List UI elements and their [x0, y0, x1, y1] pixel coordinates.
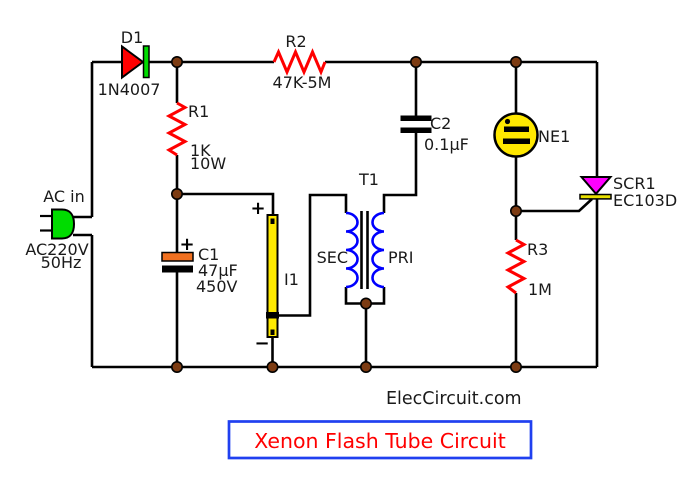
tube-electrode-bottom — [270, 329, 275, 335]
r1-power-label: 10W — [190, 154, 226, 173]
resistor-r2: R2 47K-5M — [273, 32, 332, 92]
tube-trigger-band — [266, 312, 279, 319]
t1-secondary-winding — [345, 211, 359, 289]
r1-value-label: 1K — [190, 141, 211, 160]
r1-zigzag — [165, 101, 189, 157]
wire-tube-anode — [177, 192, 275, 215]
plug-body — [51, 208, 76, 240]
t1-ref-label: T1 — [358, 170, 379, 189]
t1-pri-label: PRI — [388, 248, 413, 267]
wire-c2-to-pri — [382, 133, 418, 213]
ne1-electrode-bottom — [503, 138, 530, 144]
ne1-bulb — [493, 112, 539, 158]
scr-scr1: SCR1 EC103D — [579, 174, 677, 210]
ac-in-label: AC in — [43, 187, 85, 206]
node-top-d1 — [171, 55, 184, 68]
r2-value-label: 47K-5M — [273, 73, 332, 92]
scr1-value-label: EC103D — [613, 191, 677, 210]
d1-value-label: 1N4007 — [98, 80, 161, 99]
c1-plus-sign: + — [179, 234, 194, 255]
c1-voltage-label: 450V — [196, 277, 238, 296]
tube-plus-sign: + — [250, 198, 265, 219]
node-bottom-c1 — [171, 360, 184, 373]
r2-ref-label: R2 — [285, 32, 306, 51]
neon-lamp-ne1: NE1 — [493, 112, 570, 158]
node-bottom-trans — [359, 360, 372, 373]
title-block: Xenon Flash Tube Circuit — [227, 420, 533, 460]
node-bottom-r3 — [509, 360, 522, 373]
d1-ref-label: D1 — [121, 28, 144, 47]
capacitor-c2: C2 0.1µF — [400, 114, 469, 154]
transformer-t1: T1 SEC PRI — [317, 170, 413, 289]
node-transformer — [359, 297, 372, 310]
page-title: Xenon Flash Tube Circuit — [254, 429, 506, 453]
t1-primary-winding — [371, 211, 385, 289]
c2-value-label: 0.1µF — [424, 135, 469, 154]
r3-value-label: 1M — [528, 280, 552, 299]
scr-cathode-bar — [579, 193, 612, 200]
c1-positive-plate — [161, 251, 194, 262]
r3-ref-label: R3 — [527, 240, 548, 259]
diode-cathode-bar — [142, 45, 150, 79]
flash-tube-i1: + − I1 — [250, 198, 298, 354]
resistor-r3: R3 1M — [504, 238, 552, 299]
ne1-dot — [504, 118, 511, 125]
ac-freq-label: 50Hz — [41, 253, 82, 272]
junction-nodes — [171, 55, 522, 373]
c2-ref-label: C2 — [430, 114, 451, 133]
c1-value-label: 47µF — [198, 261, 238, 280]
r2-zigzag — [272, 48, 327, 76]
node-top-c2 — [409, 55, 422, 68]
ne1-ref-label: NE1 — [538, 127, 570, 146]
ac-plug: AC in AC220V 50Hz — [25, 187, 88, 272]
wire-scr-gate — [516, 198, 593, 213]
c2-plate-bottom — [400, 127, 432, 133]
diode-triangle — [121, 44, 145, 80]
c1-negative-plate — [162, 265, 193, 273]
ac-voltage-label: AC220V — [25, 240, 88, 259]
ne1-electrode-top — [504, 126, 529, 132]
wire-trigger-to-sec — [277, 193, 348, 317]
tube-body — [266, 214, 279, 338]
r3-zigzag — [504, 238, 528, 295]
t1-sec-label: SEC — [317, 248, 348, 267]
r1-ref-label: R1 — [188, 102, 209, 121]
tube-minus-sign: − — [254, 333, 269, 354]
node-top-ne1 — [509, 55, 522, 68]
node-bottom-tube — [266, 360, 279, 373]
node-ne1-gate — [509, 205, 522, 218]
diode-d1: D1 1N4007 — [98, 28, 161, 99]
tube-electrode-top — [270, 218, 275, 224]
capacitor-c1: + C1 47µF 450V — [161, 234, 238, 296]
watermark-text: ElecCircuit.com — [386, 389, 522, 409]
title-box — [227, 420, 533, 460]
resistor-r1: R1 1K 10W — [165, 101, 226, 173]
scr1-ref-label: SCR1 — [613, 174, 656, 193]
c2-plate-top — [400, 115, 432, 121]
i1-ref-label: I1 — [284, 270, 299, 289]
scr-triangle — [579, 176, 613, 196]
c1-ref-label: C1 — [198, 245, 219, 264]
node-r1-c1 — [171, 188, 184, 201]
